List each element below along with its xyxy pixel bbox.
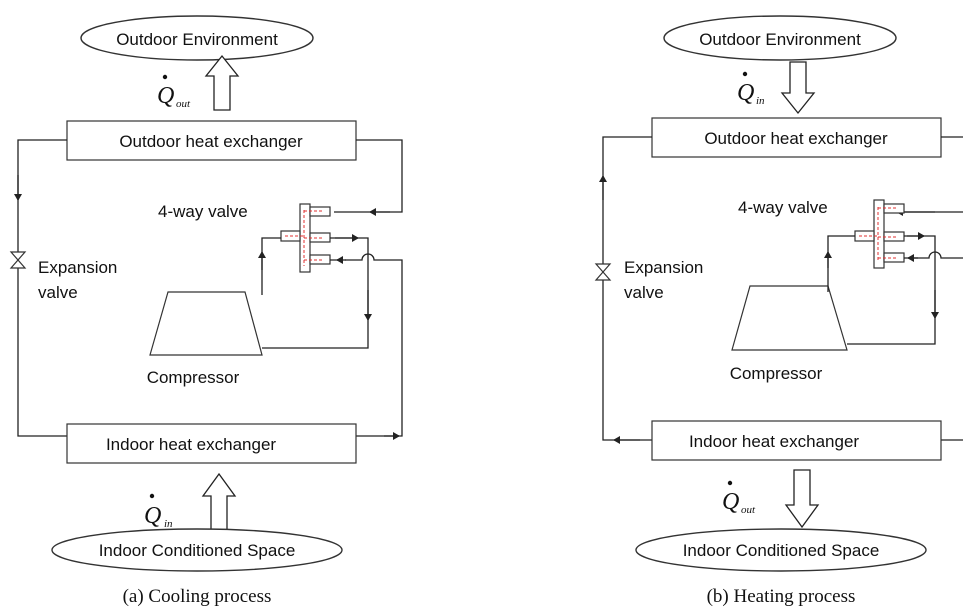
outdoor-heat-exchanger-label: Outdoor heat exchanger [704, 129, 888, 148]
caption: (b) Heating process [707, 586, 856, 607]
q-dot [727, 480, 733, 486]
compressor-label: Compressor [147, 368, 240, 387]
expansion-valve-label-2: valve [38, 283, 78, 302]
heat-in-arrow [780, 61, 816, 115]
indoor-space-ellipse [51, 528, 343, 572]
indoor-hx-supply-pipe [330, 253, 403, 437]
q-dot [742, 71, 748, 77]
q-symbol: Q [157, 83, 174, 109]
expansion-valve-label-1: Expansion [624, 258, 703, 277]
indoor-heat-exchanger-label: Indoor heat exchanger [106, 435, 276, 454]
q-symbol: Q [144, 503, 161, 529]
indoor-heat-exchanger [651, 420, 942, 461]
heat-out-arrow [204, 54, 240, 111]
outdoor-heat-exchanger [651, 117, 942, 158]
q-dot [149, 493, 155, 499]
outdoor-heat-exchanger-label: Outdoor heat exchanger [119, 132, 303, 151]
q-subscript: out [741, 504, 756, 516]
q-symbol: Q [722, 489, 739, 515]
heating-panel: Outdoor Environment Q in Outdoor heat ex… [594, 15, 963, 607]
indoor-space-ellipse [635, 528, 927, 572]
q-symbol: Q [737, 80, 754, 106]
compressor-label: Compressor [730, 364, 823, 383]
outdoor-environment-ellipse [663, 15, 897, 61]
four-way-valve-label: 4-way valve [738, 198, 828, 217]
indoor-space-label: Indoor Conditioned Space [683, 541, 880, 560]
suction-pipe [847, 235, 936, 345]
indoor-heat-exchanger-label: Indoor heat exchanger [689, 432, 859, 451]
heat-in-arrow [201, 472, 237, 535]
expansion-valve-label-1: Expansion [38, 258, 117, 277]
compressor [149, 291, 263, 356]
q-dot [162, 74, 168, 80]
outdoor-heat-exchanger [66, 120, 357, 161]
compressor [731, 285, 848, 351]
caption: (a) Cooling process [123, 586, 272, 607]
crossover-pipe [904, 251, 963, 259]
indoor-space-label: Indoor Conditioned Space [99, 541, 296, 560]
q-subscript: in [164, 518, 173, 530]
outdoor-environment-label: Outdoor Environment [699, 30, 861, 49]
q-subscript: in [756, 95, 765, 107]
four-way-valve-label: 4-way valve [158, 202, 248, 221]
expansion-valve-symbol [594, 263, 612, 281]
discharge-pipe [827, 235, 855, 292]
heat-out-arrow [784, 469, 820, 529]
outdoor-environment-label: Outdoor Environment [116, 30, 278, 49]
discharge-pipe [261, 237, 281, 295]
outdoor-environment-ellipse [80, 15, 314, 61]
four-way-valve [280, 203, 331, 273]
q-subscript: out [176, 98, 191, 110]
left-loop-pipe [17, 139, 67, 437]
cooling-panel: Outdoor Environment Q out Outdoor heat e… [9, 15, 403, 607]
expansion-valve-symbol [9, 251, 27, 269]
outdoor-hx-return-pipe [334, 139, 403, 213]
expansion-valve-label-2: valve [624, 283, 664, 302]
indoor-heat-exchanger [66, 423, 357, 464]
four-way-valve [854, 199, 905, 269]
